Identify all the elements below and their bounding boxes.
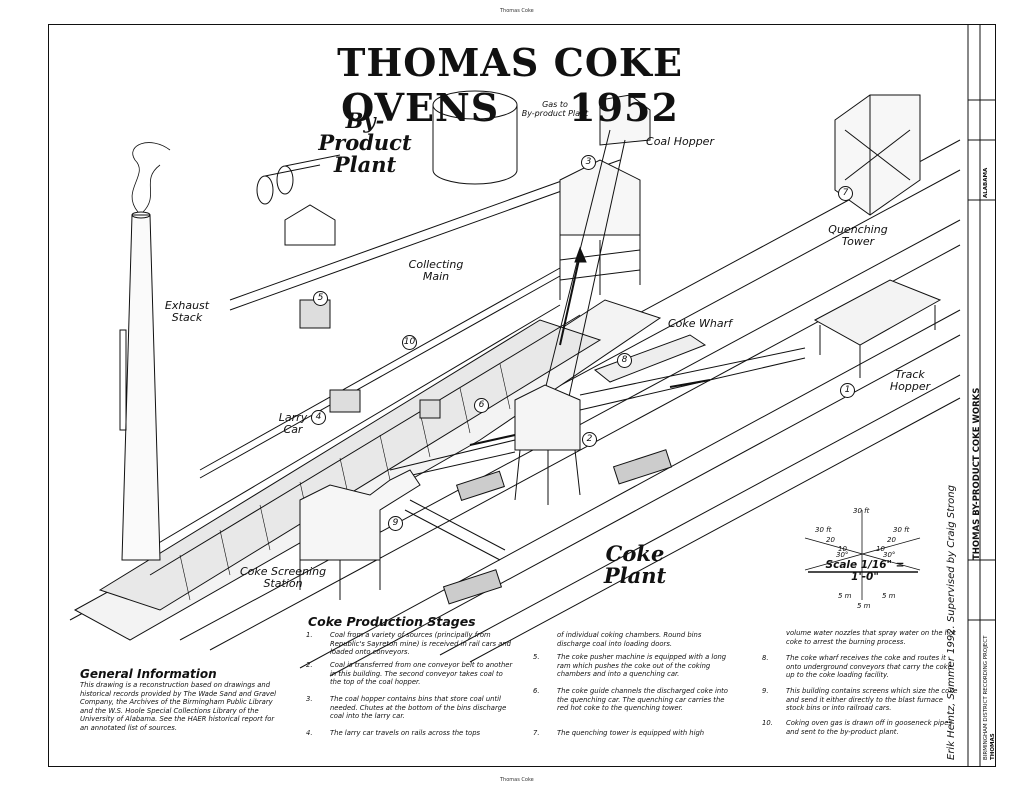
stage-8-number: 8. <box>762 654 769 662</box>
bottom-sheet-mark: Thomas Coke <box>500 777 534 783</box>
coke-screening-station-label: Coke Screening Station <box>239 565 327 590</box>
larry-car-machines <box>299 299 441 419</box>
stage-1-text: Coal from a variety of sources (principa… <box>330 631 511 657</box>
stage-6-number: 6. <box>533 687 540 695</box>
coke-oven-battery <box>73 267 662 641</box>
marker-2: 2 <box>582 432 597 447</box>
project-name: THOMAS BY-PRODUCT COKE WORKS <box>972 387 982 560</box>
marker-9: 9 <box>388 516 403 531</box>
stage-7-text: The quenching tower is equipped with hig… <box>557 729 705 737</box>
scale-tick-ft-4: 20 <box>826 536 835 544</box>
scale-tick-ft-5: 20 <box>887 536 896 544</box>
stage-5-text: The coke pusher machine is equipped with… <box>557 653 727 679</box>
larry-car-label: Larry Car <box>278 411 308 436</box>
stage-3: 3. The coal hopper contains bins that sto… <box>306 695 516 721</box>
stage-2-number: 2. <box>306 661 313 669</box>
stage-5: 5. The coke pusher machine is equipped wi… <box>533 653 733 679</box>
stage-1: 1. Coal from a variety of sources (princi… <box>306 631 516 657</box>
marker-4: 4 <box>311 410 326 425</box>
rail-cars <box>442 449 673 605</box>
stage-7-cont-text: volume water nozzles that spray water on… <box>786 629 956 646</box>
drawing-border <box>48 24 996 767</box>
scale-tick-ft-2: 30 ft <box>815 526 832 534</box>
recording-project: BIRMINGHAM DISTRICT RECORDING PROJECT <box>983 635 989 761</box>
stage-6: 6. The coke guide channels the discharged… <box>533 687 733 713</box>
marker-3: 3 <box>581 155 596 170</box>
stage-9-number: 9. <box>762 687 769 695</box>
marker-6: 6 <box>474 398 489 413</box>
coke-plant-label: Coke Plant <box>603 541 667 588</box>
stage-4-cont-text: of individual coking chambers. Round bin… <box>557 631 702 648</box>
exhaust-stack <box>119 142 171 561</box>
marker-10: 10 <box>402 335 417 350</box>
exhaust-stack-label: Exhaust Stack <box>164 299 210 324</box>
stage-7-continued: volume water nozzles that spray water on… <box>762 629 958 646</box>
scale-tick-ft-1: 30 ft <box>853 507 870 515</box>
coke-wharf-label: Coke Wharf <box>667 317 733 330</box>
stage-7-number: 7. <box>533 729 540 737</box>
coke-wharf <box>593 334 707 383</box>
general-info-heading: General Information <box>80 667 217 681</box>
track-hopper-label: Track Hopper <box>889 368 931 393</box>
drawing-credit: Erik Heintz, Summer 1992. Supervised by … <box>946 485 957 760</box>
sheet-name: THOMAS <box>990 733 996 760</box>
coal-hopper-label: Coal Hopper <box>646 135 714 148</box>
scale-angle-right: 30° <box>883 551 896 559</box>
title-text: THOMAS COKE OVENS <box>337 40 683 130</box>
inclined-conveyor <box>539 129 626 416</box>
stage-2: 2. Coal is transferred from one conveyor … <box>306 661 516 687</box>
stages-heading: Coke Production Stages <box>308 614 476 629</box>
track-hopper-shed <box>813 279 942 378</box>
general-info-text: This drawing is a reconstruction based o… <box>80 681 277 732</box>
stage-8-text: The coke wharf receives the coke and rou… <box>786 654 952 680</box>
scale-cross <box>804 510 921 600</box>
scale-tick-ft-7: 10 <box>876 545 885 553</box>
stage-9-text: This building contains screens which siz… <box>786 687 958 713</box>
stage-3-text: The coal hopper contains bins that store… <box>330 695 507 721</box>
stage-10-text: Coking oven gas is drawn off in goosenec… <box>786 719 952 736</box>
stage-1-number: 1. <box>306 631 313 639</box>
stage-7: 7. The quenching tower is equipped with h… <box>533 729 733 738</box>
quenching-tower-label: Quenching Tower <box>828 223 888 248</box>
stage-6-text: The coke guide channels the discharged c… <box>557 687 728 713</box>
scale-tick-ft-6: 10 <box>838 545 847 553</box>
stage-4-continued: of individual coking chambers. Round bin… <box>533 631 733 648</box>
collecting-main-label: Collecting Main <box>408 258 464 283</box>
stage-2-text: Coal is transferred from one conveyor be… <box>330 661 513 687</box>
marker-8: 8 <box>617 353 632 368</box>
stage-7-cont-number <box>762 629 786 646</box>
state-name: ALABAMA <box>983 167 989 198</box>
stage-3-number: 3. <box>306 695 313 703</box>
stage-4-cont-number <box>533 631 557 648</box>
top-sheet-mark: Thomas Coke <box>500 8 534 14</box>
stage-4-number: 4. <box>306 729 313 737</box>
stage-9: 9. This building contains screens which s… <box>762 687 958 713</box>
marker-7: 7 <box>838 186 853 201</box>
stage-10: 10. Coking oven gas is drawn off in goose… <box>762 719 958 736</box>
quenching-tower <box>834 94 921 216</box>
marker-1: 1 <box>840 383 855 398</box>
scale-angle-left: 30° <box>836 551 849 559</box>
title-block-frame <box>967 24 996 767</box>
byproduct-plant-label: By-Product Plant <box>318 108 412 177</box>
stage-8: 8. The coke wharf receives the coke and r… <box>762 654 958 680</box>
marker-5: 5 <box>313 291 328 306</box>
gas-to-byproduct-label: Gas to By-product Plant <box>521 100 589 118</box>
coal-hopper-structure <box>559 94 651 300</box>
scale-tick-ft-3: 30 ft <box>893 526 910 534</box>
scale-tick-m-1: 5 m <box>838 592 852 600</box>
scale-tick-m-3: 5 m <box>857 602 871 610</box>
coke-screening-station <box>299 469 506 600</box>
stage-10-number: 10. <box>762 719 773 727</box>
scale-label: Scale 1/16" = 1'-0" <box>825 559 905 583</box>
scale-tick-m-2: 5 m <box>882 592 896 600</box>
stage-4-text: The larry car travels on rails across th… <box>330 729 481 737</box>
stage-5-number: 5. <box>533 653 540 661</box>
byproduct-plant <box>229 90 621 311</box>
stage-4: 4. The larry car travels on rails across … <box>306 729 516 738</box>
title-year: 1952 <box>569 85 679 130</box>
